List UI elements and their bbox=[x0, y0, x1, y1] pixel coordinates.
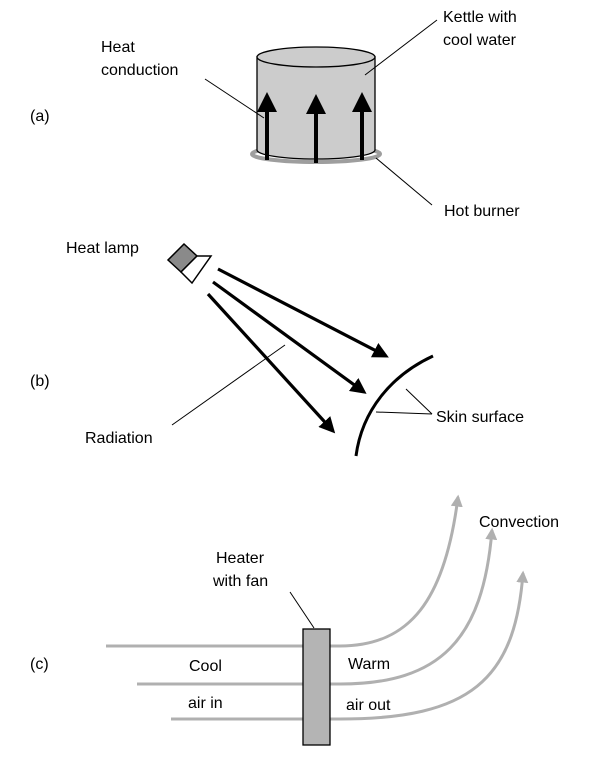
label-warm: Warm bbox=[348, 656, 390, 673]
air-flow-bottom bbox=[171, 570, 529, 721]
heater-block bbox=[302, 628, 331, 746]
label-cool: Cool bbox=[189, 658, 222, 675]
radiation-arrow-top bbox=[217, 267, 389, 358]
label-heater-line2: with fan bbox=[212, 573, 268, 590]
panel-a-marker: (a) bbox=[30, 108, 50, 125]
label-kettle-line1: Kettle with bbox=[443, 9, 517, 26]
leader-heater bbox=[289, 591, 315, 629]
leader-radiation bbox=[171, 344, 286, 426]
label-air-out: air out bbox=[346, 697, 391, 714]
label-heat-lamp: Heat lamp bbox=[66, 240, 139, 257]
leader-kettle bbox=[364, 19, 438, 76]
air-flow-top bbox=[106, 494, 463, 648]
panel-c: (c) Heater with fan Convection Cool air … bbox=[30, 494, 559, 746]
label-heater-line1: Heater bbox=[216, 550, 265, 567]
panel-c-marker: (c) bbox=[30, 656, 49, 673]
air-flow-middle bbox=[137, 527, 498, 686]
conduction-arrows bbox=[257, 92, 372, 163]
label-kettle-line2: cool water bbox=[443, 32, 517, 49]
heat-lamp-icon bbox=[166, 242, 213, 285]
label-convection: Convection bbox=[479, 514, 559, 531]
panel-b: (b) Heat lamp Radiation Skin surface bbox=[30, 240, 524, 457]
label-hot-burner: Hot burner bbox=[444, 203, 520, 220]
label-radiation: Radiation bbox=[85, 430, 153, 447]
radiation-arrows bbox=[206, 267, 389, 434]
leader-skin-upper bbox=[405, 388, 433, 415]
label-air-in: air in bbox=[188, 695, 223, 712]
label-heat-conduction-line2: conduction bbox=[101, 62, 178, 79]
label-heat-conduction-line1: Heat bbox=[101, 39, 135, 56]
panel-a: (a) Heat conduction Kettle with cool wat… bbox=[30, 9, 520, 220]
leader-heat-conduction bbox=[204, 78, 265, 119]
leader-skin-lower bbox=[375, 411, 433, 415]
panel-b-marker: (b) bbox=[30, 373, 50, 390]
label-skin-surface: Skin surface bbox=[436, 409, 524, 426]
air-flow-lines bbox=[106, 494, 529, 721]
skin-surface-curve bbox=[354, 354, 434, 457]
radiation-arrow-middle bbox=[212, 280, 367, 394]
radiation-arrow-bottom bbox=[206, 292, 336, 434]
leader-hot-burner bbox=[375, 157, 433, 206]
